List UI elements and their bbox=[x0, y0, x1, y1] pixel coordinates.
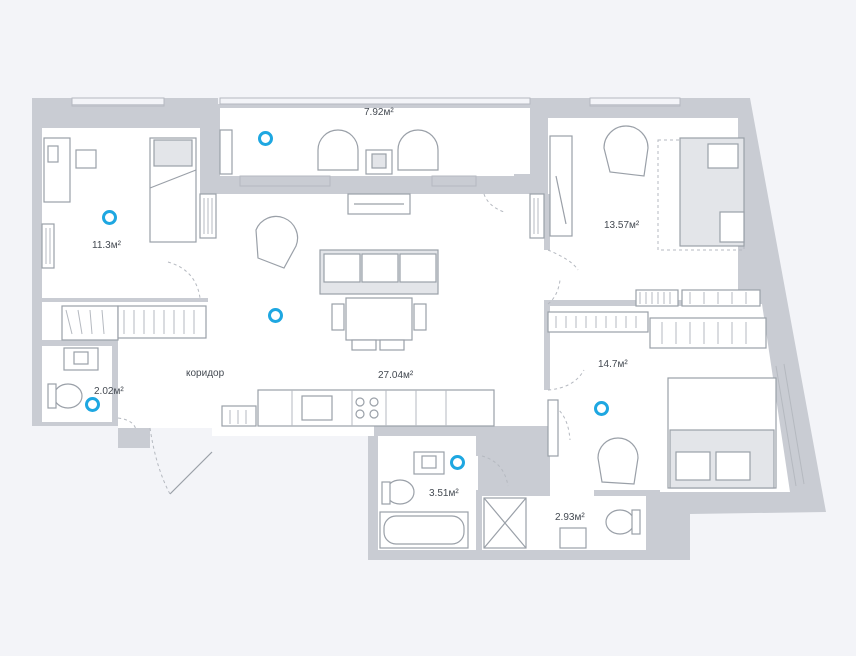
bedroom-top-right-furniture bbox=[529, 125, 761, 307]
hotspot-wc-left[interactable] bbox=[85, 397, 100, 412]
hotspot-bathroom[interactable] bbox=[450, 455, 465, 470]
room-area-bedroom-left: 11.3м² bbox=[92, 240, 121, 251]
doors bbox=[117, 193, 585, 495]
bathroom-fixtures bbox=[47, 347, 641, 549]
hotspot-bedroom-left[interactable] bbox=[102, 210, 117, 225]
room-area-wc-right: 2.93м² bbox=[555, 512, 585, 523]
room-area-bathroom: 3.51м² bbox=[429, 488, 459, 499]
room-area-wc-left: 2.02м² bbox=[94, 386, 124, 397]
windows bbox=[71, 97, 805, 487]
bedroom-bottom-right-furniture bbox=[547, 311, 777, 489]
partitions bbox=[42, 104, 760, 550]
hotspot-bedroom-bottom-right[interactable] bbox=[594, 401, 609, 416]
room-label-corridor: коридор bbox=[186, 368, 225, 379]
room-area-bedroom-bottom-right: 14.7м² bbox=[598, 359, 628, 370]
hotspot-balcony[interactable] bbox=[258, 131, 273, 146]
living-furniture bbox=[221, 215, 495, 427]
room-area-living-kitchen: 27.04м² bbox=[378, 370, 414, 381]
balcony-furniture bbox=[219, 129, 439, 215]
bedroom-left-furniture bbox=[41, 137, 217, 341]
hotspot-living-kitchen[interactable] bbox=[268, 308, 283, 323]
room-area-balcony: 7.92м² bbox=[364, 107, 394, 118]
room-area-bedroom-top-right: 13.57м² bbox=[604, 220, 640, 231]
